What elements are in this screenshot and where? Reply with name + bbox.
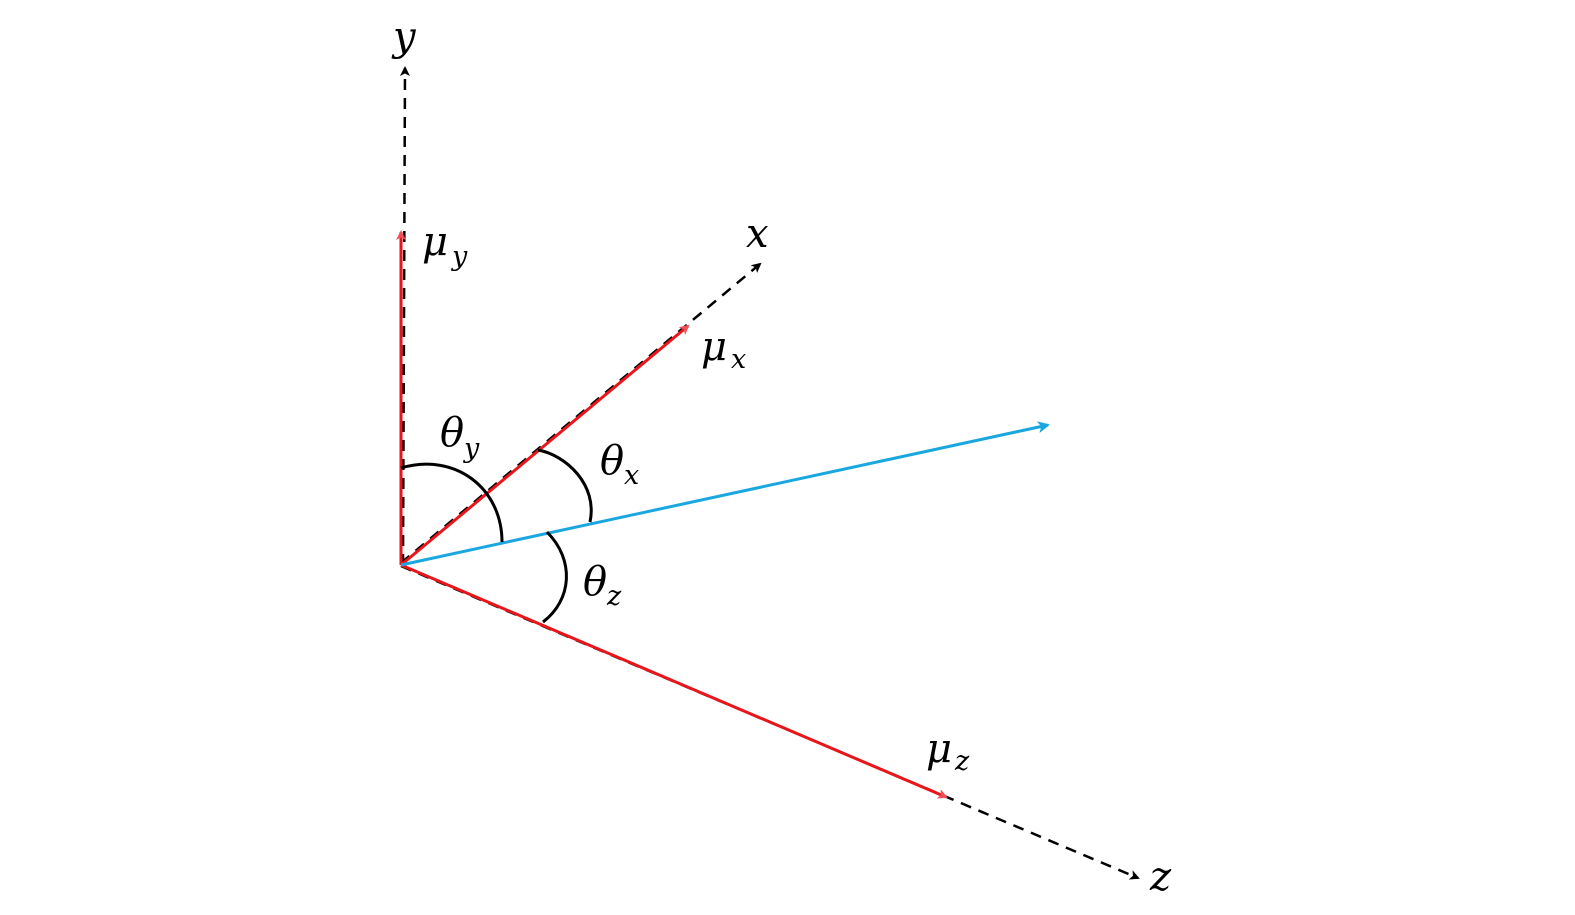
svg-text:θ: θ [583, 559, 607, 605]
mu-z-label: μ z [926, 726, 970, 777]
y-axis [399, 66, 410, 566]
theta-x-arc [537, 448, 593, 523]
theta-y-label: θ y [440, 410, 480, 464]
svg-text:z: z [954, 746, 970, 777]
svg-text:y: y [463, 433, 480, 464]
y-axis-label: y [391, 14, 417, 60]
theta-x-label: θ x [600, 438, 639, 491]
mu-y-label: μ y [422, 219, 468, 272]
direction-vector [400, 421, 1050, 567]
svg-text:μ: μ [422, 219, 448, 265]
mu-x-vector [400, 324, 690, 567]
theta-z-arc [542, 530, 568, 624]
svg-text:μ: μ [701, 324, 727, 370]
z-axis-label: z [1149, 854, 1172, 900]
svg-text:y: y [451, 241, 468, 272]
theta-y-arc [400, 462, 504, 543]
svg-text:x: x [731, 344, 746, 375]
svg-text:θ: θ [600, 438, 624, 484]
svg-text:θ: θ [440, 410, 464, 456]
theta-z-label: θ z [583, 559, 622, 612]
svg-text:z: z [606, 581, 622, 612]
x-axis [400, 262, 762, 564]
mu-z-vector [400, 563, 948, 799]
svg-text:x: x [624, 460, 639, 491]
mu-x-label: μ x [701, 324, 746, 375]
svg-text:μ: μ [926, 726, 952, 772]
x-axis-label: x [746, 211, 769, 257]
